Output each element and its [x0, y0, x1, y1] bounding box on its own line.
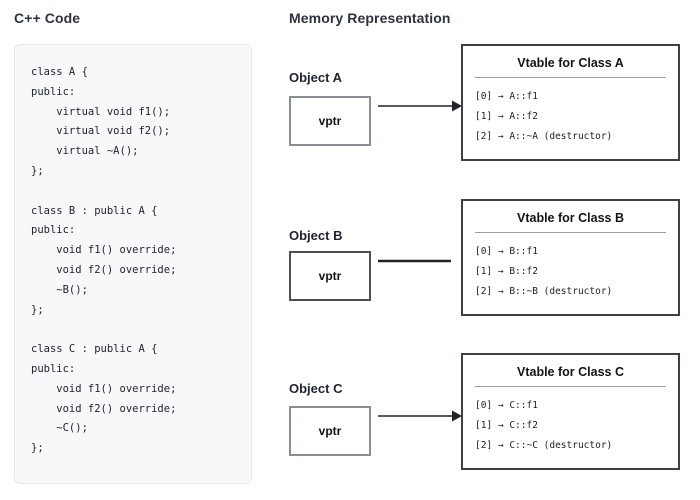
vtable-entry: [0] → A::f1: [475, 91, 538, 102]
vtable-entry: [1] → B::f2: [475, 266, 538, 277]
heading-memory-representation: Memory Representation: [289, 10, 451, 26]
object-label-c: Object C: [289, 381, 343, 396]
vptr-box-b: vptr: [289, 251, 371, 301]
heading-cpp-code: C++ Code: [14, 10, 81, 26]
vptr-box-c: vptr: [289, 406, 371, 456]
vtable-entry: [1] → A::f2: [475, 111, 538, 122]
vtable-box-b: Vtable for Class B [0] → B::f1 [1] → B::…: [461, 199, 680, 316]
vtable-box-c: Vtable for Class C [0] → C::f1 [1] → C::…: [461, 353, 680, 470]
object-label-b: Object B: [289, 228, 343, 243]
code-block: class A { public: virtual void f1(); vir…: [31, 66, 177, 455]
vtable-box-a: Vtable for Class A [0] → A::f1 [1] → A::…: [461, 44, 680, 161]
vtable-entry: [2] → C::~C (destructor): [475, 440, 613, 451]
vptr-label-b: vptr: [318, 269, 342, 283]
vtable-entry: [2] → B::~B (destructor): [475, 286, 613, 297]
object-label-a: Object A: [289, 70, 342, 85]
vtable-entry: [0] → B::f1: [475, 246, 538, 257]
vtable-entry: [0] → C::f1: [475, 400, 538, 411]
vptr-box-a: vptr: [289, 96, 371, 146]
vptr-label-a: vptr: [318, 114, 342, 128]
arrow-object-c-to-vtable-c: [378, 410, 462, 422]
vtable-entry: [1] → C::f2: [475, 420, 538, 431]
vtable-title-c: Vtable for Class C: [475, 365, 666, 387]
vtable-title-b: Vtable for Class B: [475, 211, 666, 233]
vptr-label-c: vptr: [318, 424, 342, 438]
arrow-object-b-to-vtable-b: [378, 259, 451, 263]
vtable-title-a: Vtable for Class A: [475, 56, 666, 78]
vtable-entry: [2] → A::~A (destructor): [475, 131, 613, 142]
arrow-object-a-to-vtable-a: [378, 100, 462, 112]
code-panel: class A { public: virtual void f1(); vir…: [14, 44, 252, 484]
